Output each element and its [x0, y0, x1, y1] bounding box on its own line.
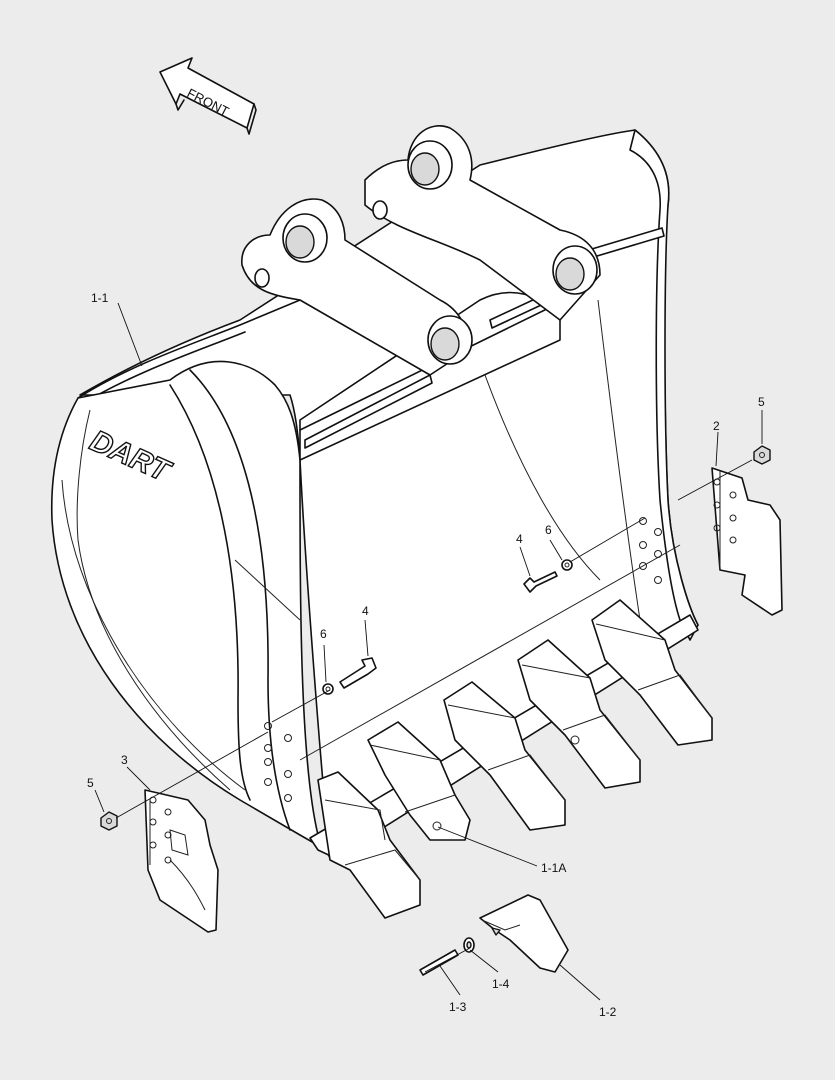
tooth: [367, 721, 471, 841]
callout-3: 3: [121, 753, 128, 767]
callout-2: 2: [713, 419, 720, 433]
side-cutter-left: [144, 789, 219, 933]
callout-4-right: 4: [516, 532, 523, 546]
bolt-left: [339, 657, 377, 689]
nut-right: [753, 445, 771, 465]
side-plate-holes-left: [264, 722, 292, 802]
washer-left: [322, 683, 334, 695]
callout-labels: 1-1 1-1A 1-2 1-3 1-4 2 3 4 4 5 5 6 6: [87, 291, 765, 1019]
callout-1-4: 1-4: [492, 977, 510, 991]
side-cutter-right: [711, 467, 783, 616]
callout-1-1: 1-1: [91, 291, 109, 305]
washer-right: [561, 559, 573, 571]
callout-1-3: 1-3: [449, 1000, 467, 1014]
bucket-teeth: [317, 599, 713, 919]
tooth: [317, 771, 421, 919]
tooth: [591, 599, 713, 746]
side-plate-holes-right: [639, 517, 662, 584]
callout-6-right: 6: [545, 523, 552, 537]
callout-1-1a: 1-1A: [541, 861, 566, 875]
loose-tooth-assembly: [419, 894, 569, 976]
callout-4-left: 4: [362, 604, 369, 618]
leader-lines: [94, 302, 763, 1001]
tooth: [443, 681, 566, 831]
callout-6-left: 6: [320, 627, 327, 641]
bolt-right: [523, 571, 558, 593]
nut-left: [100, 811, 118, 831]
front-arrow: FRONT: [159, 57, 257, 135]
callout-5-left: 5: [87, 776, 94, 790]
tooth: [517, 639, 641, 789]
callout-5-right: 5: [758, 395, 765, 409]
callout-1-2: 1-2: [599, 1005, 617, 1019]
